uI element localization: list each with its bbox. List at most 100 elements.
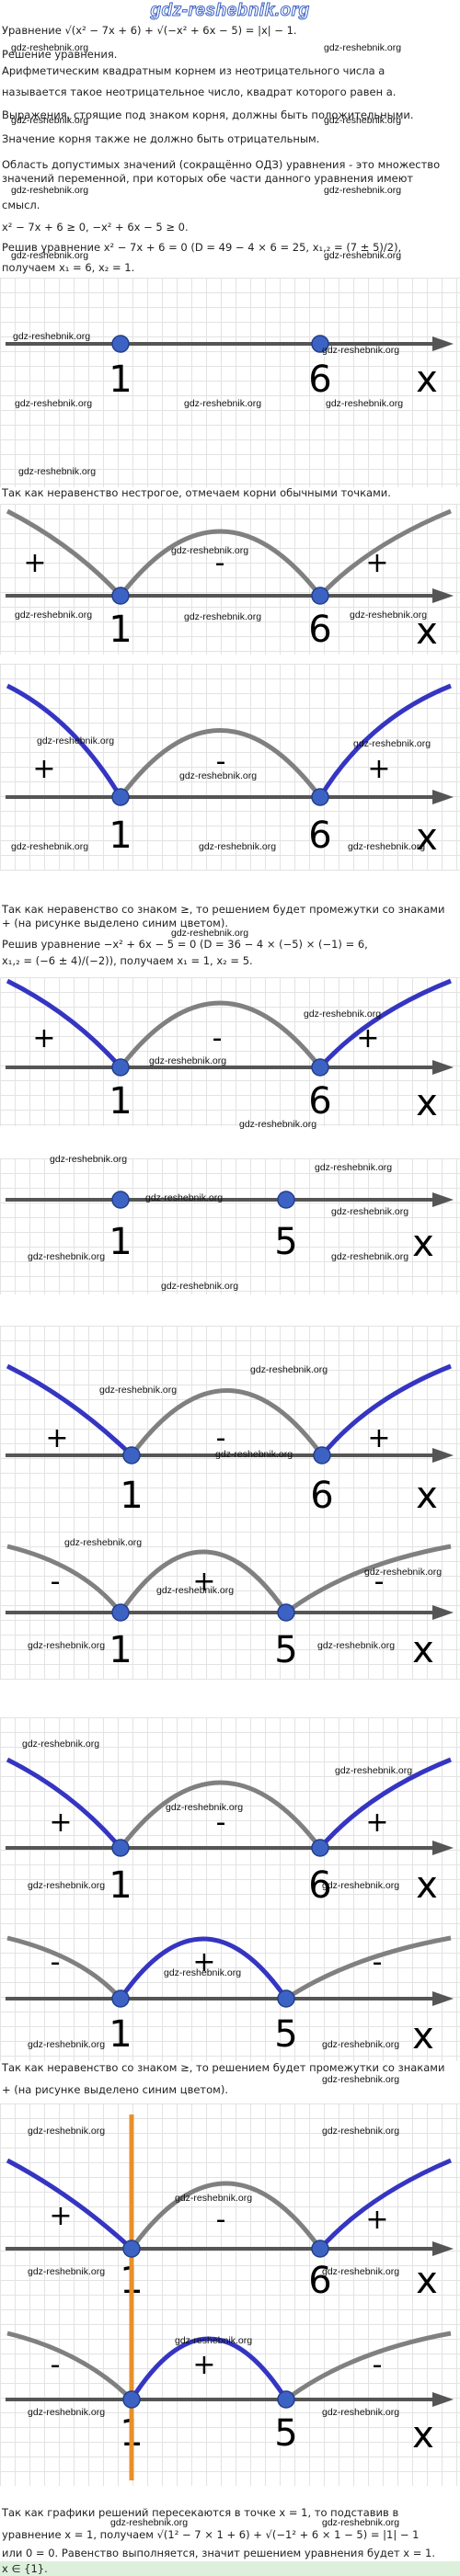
arc-right [284, 1544, 452, 1614]
variable-label: x [412, 2015, 434, 2057]
watermark: gdz-reshebnik.org [199, 841, 277, 852]
axis-arrow [432, 588, 454, 603]
watermark: gdz-reshebnik.org [348, 841, 426, 852]
sign-minus: - [216, 746, 226, 778]
watermark: gdz-reshebnik.org [331, 1206, 409, 1217]
arc-middle [118, 728, 322, 799]
solution-arc-left [6, 1363, 133, 1457]
watermark: gdz-reshebnik.org [37, 735, 115, 747]
variable-label: x [412, 1223, 434, 1265]
watermark: gdz-reshebnik.org [28, 2126, 106, 2137]
root-label-5: 5 [274, 2013, 297, 2056]
root-label-1: 1 [109, 1629, 132, 1671]
arc-middle [118, 1549, 289, 1614]
root-point-1 [111, 587, 130, 605]
axis-arrow [432, 790, 454, 804]
variable-label: x [416, 816, 438, 859]
root-label-6: 6 [308, 1864, 331, 1907]
watermark: gdz-reshebnik.org [166, 1802, 244, 1813]
figure-grid [0, 1717, 460, 2061]
watermark: gdz-reshebnik.org [317, 1640, 396, 1651]
arc-right [318, 508, 452, 598]
explanation-line: Так как неравенство со знаком ≥, то реше… [2, 2061, 445, 2074]
arc-right [284, 2331, 452, 2401]
sign-plus: + [49, 1807, 72, 1839]
sign-plus: + [365, 1807, 388, 1839]
both-solutions-figure: + - + 1 6 x - + - 1 5 x [6, 1757, 454, 2057]
figure-grid [0, 664, 460, 871]
sign-minus: - [216, 1422, 226, 1454]
answer-text: x ∈ {1}. [2, 2562, 48, 2575]
figure-grid [0, 504, 460, 655]
solution-arc-left [6, 2158, 133, 2251]
root-label-1: 1 [109, 1864, 132, 1907]
axis-arrow [432, 336, 454, 351]
root-point-6 [311, 587, 329, 605]
sign-plus: + [45, 1422, 68, 1454]
sign-minus: - [213, 1022, 223, 1054]
root-point-6 [311, 788, 329, 806]
solution-arc-right [320, 1363, 452, 1457]
equation-line: Уравнение √(x² − 7x + 6) + √(−x² + 6x − … [2, 24, 297, 37]
watermark: gdz-reshebnik.org [64, 1537, 143, 1548]
root-point-1 [111, 1058, 130, 1077]
explanation-line: + (на рисунке выделено синим цветом). [2, 917, 228, 929]
root-label-6: 6 [310, 1475, 333, 1517]
arc-middle [129, 2181, 323, 2251]
watermark: gdz-reshebnik.org [364, 1567, 443, 1578]
root-point-1 [122, 2240, 141, 2258]
solution-arc-middle [129, 2336, 289, 2401]
watermark: gdz-reshebnik.org [28, 1640, 106, 1651]
site-logo[interactable]: gdz-reshebnik.org [150, 1, 310, 21]
solution-arc-left [6, 683, 123, 799]
variable-label: x [416, 1475, 438, 1517]
sign-plus: + [367, 1422, 390, 1454]
watermark: gdz-reshebnik.org [15, 398, 93, 409]
sign-minus: - [215, 547, 225, 579]
root-label-6: 6 [308, 1080, 331, 1123]
watermark: gdz-reshebnik.org [156, 1585, 235, 1596]
arc-left [6, 1935, 122, 2000]
solve-line: Решив уравнение x² − 7x + 6 = 0 (D = 49 … [2, 241, 402, 254]
root-point-1 [111, 1839, 130, 1857]
definition-line: называется такое неотрицательное число, … [2, 85, 397, 98]
watermark: gdz-reshebnik.org [15, 610, 93, 621]
watermark: gdz-reshebnik.org [322, 2407, 400, 2418]
sign-plus: + [356, 1022, 379, 1054]
site-header: gdz-reshebnik.org [0, 0, 460, 22]
watermark: gdz-reshebnik.org [322, 1880, 400, 1891]
axis-arrow [432, 1841, 454, 1855]
root-label-1: 1 [109, 2013, 132, 2056]
watermark: gdz-reshebnik.org [28, 1251, 106, 1262]
watermark: gdz-reshebnik.org [324, 250, 402, 261]
watermark: gdz-reshebnik.org [22, 1738, 100, 1750]
root-point-1 [111, 1191, 130, 1209]
root-label-1: 1 [109, 815, 132, 857]
root-point-5 [277, 1191, 295, 1209]
odz-line: Область допустимых значений (сокращённо … [2, 158, 441, 171]
sign-plus: + [365, 2204, 388, 2236]
watermark: gdz-reshebnik.org [322, 345, 400, 356]
figure-grid [0, 278, 460, 487]
watermark: gdz-reshebnik.org [18, 466, 97, 477]
root-point-1 [122, 1446, 141, 1465]
watermark: gdz-reshebnik.org [11, 115, 89, 126]
variable-label: x [416, 2260, 438, 2302]
explanation-line: Так как неравенство нестрогое, отмечаем … [2, 486, 391, 499]
watermark: gdz-reshebnik.org [171, 545, 249, 556]
conclusion-line: Так как графики решений пересекаются в т… [2, 2506, 399, 2519]
sign-plus: + [49, 2200, 72, 2232]
root-label-1: 1 [109, 1221, 132, 1263]
explanation-line: + (на рисунке выделено синим цветом). [2, 2083, 228, 2096]
root-point-5 [277, 1989, 295, 2008]
arc-middle [119, 1000, 322, 1069]
root-label-5: 5 [274, 2412, 297, 2455]
root-label-6: 6 [308, 2260, 331, 2302]
root-label-1: 1 [109, 609, 132, 651]
root-label-1: 1 [109, 1080, 132, 1123]
solve-line: получаем x₁ = 6, x₂ = 1. [2, 261, 135, 274]
watermark: gdz-reshebnik.org [11, 250, 89, 261]
watermark: gdz-reshebnik.org [331, 1251, 409, 1262]
watermark: gdz-reshebnik.org [171, 928, 249, 939]
sign-plus: + [367, 753, 390, 785]
